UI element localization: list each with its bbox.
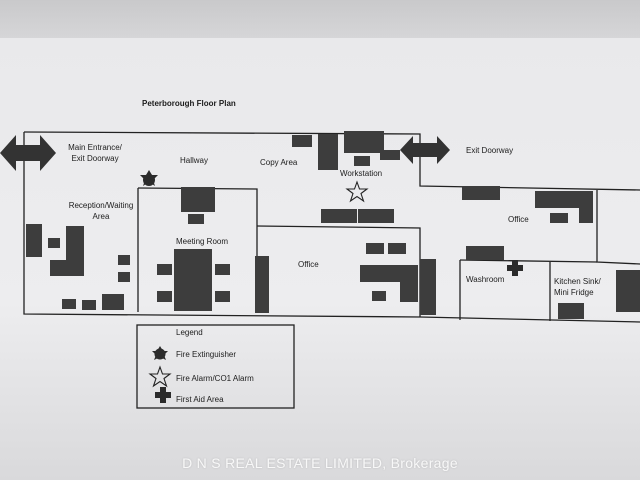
legend-title: Legend: [176, 328, 203, 337]
legend-star-icon: [148, 365, 172, 388]
main-entrance-arrow-icon: [0, 135, 56, 171]
fire-alarm-star-icon: [345, 180, 369, 203]
hallway-label: Hallway: [180, 156, 209, 165]
paper-sheet: [0, 38, 640, 480]
fire-extinguisher-burst-icon: [140, 170, 158, 186]
main-entrance-line2: Exit Doorway: [71, 154, 119, 163]
furniture: [26, 131, 640, 319]
kitchen-line2: Mini Fridge: [554, 288, 594, 297]
top-wall: [23, 131, 640, 191]
main-entrance-label: Main Entrance/ Exit Doorway: [60, 142, 130, 164]
main-entrance-line1: Main Entrance/: [68, 143, 122, 152]
reception-label: Reception/Waiting Area: [58, 200, 144, 222]
legend-item-fire-alarm: Fire Alarm/CO1 Alarm: [176, 374, 254, 383]
walls: [23, 131, 640, 323]
legend-item-fire-extinguisher: Fire Extinguisher: [176, 350, 237, 359]
washroom-label: Washroom: [466, 275, 505, 284]
left-bottom-wall: [23, 132, 421, 318]
legend-cross-icon: [155, 387, 171, 403]
safety-symbols: [140, 170, 523, 276]
first-aid-cross-icon: [507, 260, 523, 276]
washroom-top-wall: [459, 259, 598, 263]
kitchen-label: Kitchen Sink/ Mini Fridge: [554, 276, 601, 298]
office-right-wall: [596, 190, 640, 265]
workstation-label: Workstation: [340, 169, 383, 178]
office-right-label: Office: [508, 215, 529, 224]
legend-item-first-aid: First Aid Area: [176, 395, 224, 404]
meeting-room-label: Meeting Room: [176, 237, 229, 246]
exit-doorway-arrow-icon: [400, 136, 450, 164]
watermark: D N S REAL ESTATE LIMITED, Brokerage: [182, 455, 458, 471]
legend-icons: [148, 346, 172, 403]
legend-box: [136, 324, 295, 409]
office-left-label: Office: [298, 260, 319, 269]
right-bottom-wall: [419, 316, 640, 323]
kitchen-line1: Kitchen Sink/: [554, 277, 601, 286]
plan-title: Peterborough Floor Plan: [142, 99, 236, 108]
reception-line2: Area: [92, 212, 110, 221]
reception-line1: Reception/Waiting: [68, 201, 134, 210]
copy-area-label: Copy Area: [260, 158, 298, 167]
doors: [0, 135, 450, 171]
exit-doorway-label: Exit Doorway: [466, 146, 514, 155]
